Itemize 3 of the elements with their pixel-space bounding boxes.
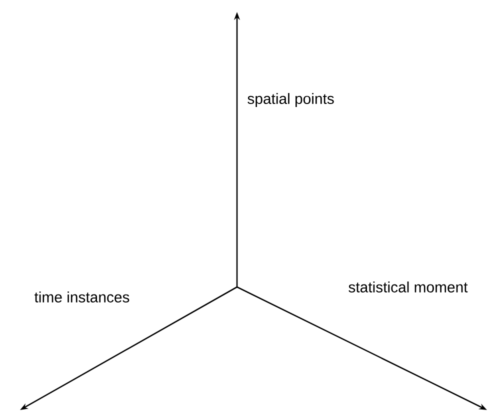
axis-label: spatial points: [248, 93, 334, 107]
axis-label: statistical moment: [348, 282, 468, 292]
axis-label: time instances: [34, 292, 130, 302]
